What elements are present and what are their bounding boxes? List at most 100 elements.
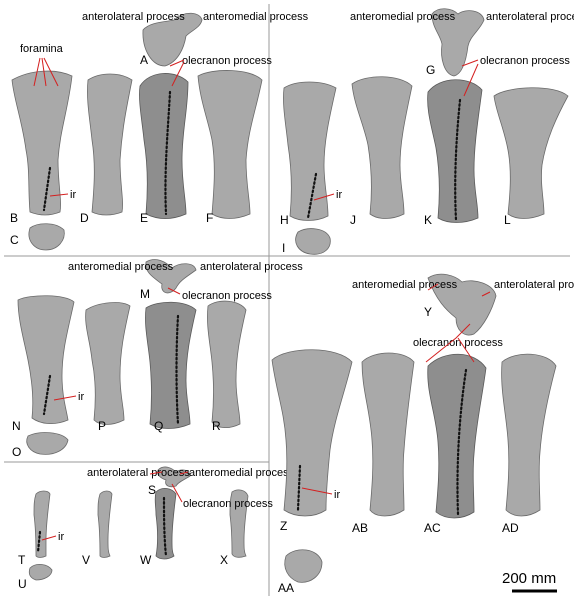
bone-view-o [26,432,69,455]
bone-view-t [33,490,51,558]
label-ir-n: ir [78,391,84,403]
dotted-line-k [454,98,462,222]
bone-view-ad [501,353,557,517]
dotted-line-ac [456,368,468,516]
panel-letter-ad: AD [502,521,519,535]
dotted-line-e [164,90,172,216]
label-ir-t: ir [58,531,64,543]
dotted-line-h [306,172,318,220]
dotted-line-q [175,314,180,426]
label-anteromedial-y: anteromedial process [352,279,458,291]
panel-letter-k: K [424,213,432,227]
bone-view-d [87,73,133,216]
panel-letter-x: X [220,553,228,567]
pointer-y [427,283,491,297]
bone-view-aa [284,549,323,583]
label-anteromedial-m: anteromedial process [68,261,174,273]
bone-view-m [145,259,197,294]
bone-view-s [157,466,191,488]
panel-letter-w: W [140,553,152,567]
label-anteromedial-s: anteromedial process [189,467,295,479]
label-olecranon-s: olecranon process [183,498,273,510]
pointer-ir-z [301,487,333,495]
panel-letter-r: R [212,419,221,433]
panel-letter-z: Z [280,519,287,533]
panel-letter-ac: AC [424,521,441,535]
bone-view-h [283,81,337,221]
panel-letter-t: T [18,553,26,567]
label-olecranon-a: olecranon process [182,55,272,67]
pointer-ir-b [49,193,69,197]
bone-view-r [207,300,247,428]
pointer-ir-t [41,535,57,541]
panel-letter-m: M [140,287,150,301]
panel-letter-s: S [148,483,156,497]
panel-letter-i: I [282,241,285,255]
pointer-olecranon-a [169,59,185,87]
bone-view-w [154,488,177,560]
panel-letter-n: N [12,419,21,433]
panel-letter-p: P [98,419,106,433]
label-anteromedial-g: anteromedial process [350,11,456,23]
pointer-olecranon-g [461,59,479,97]
scale-bar-label: 200 mm [502,570,556,587]
scale-bar-group: 200 mm [502,570,557,593]
bone-view-q [145,301,197,429]
bone-view-g [431,8,485,77]
bone-view-e [139,73,189,219]
dotted-line-b [42,166,52,212]
panel-letter-ab: AB [352,521,368,535]
panel-letter-o: O [12,445,21,459]
panel-letter-l: L [504,213,511,227]
specimen-4 [28,466,249,581]
label-ir-b: ir [70,189,76,201]
dotted-line-z [296,464,302,512]
label-olecranon-y: olecranon process [413,337,503,349]
bone-view-a [142,12,203,67]
panel-letter-d: D [80,211,89,225]
bone-view-v [97,490,113,558]
pointer-foramina [33,57,59,87]
pointer-olecranon-m [167,287,181,295]
panel-letter-a: A [140,53,148,67]
pointer-ir-h [313,193,335,201]
specimen-3 [17,259,247,455]
panel-letter-b: B [10,211,18,225]
panel-letter-c: C [10,233,19,247]
pointer-ir-n [53,395,77,401]
bone-view-z [271,349,353,517]
bone-view-j [351,76,413,219]
label-foramina: foramina [20,43,64,55]
panel-letter-q: Q [154,419,163,433]
panel-letter-h: H [280,213,289,227]
dotted-line-w [162,496,168,558]
panel-letter-aa: AA [278,581,294,595]
bone-view-ac [427,353,487,519]
panel-letter-y: Y [424,305,432,319]
bone-view-i [295,228,331,255]
bone-view-f [197,70,263,219]
label-ir-z: ir [334,489,340,501]
label-ir-h: ir [336,189,342,201]
label-olecranon-m: olecranon process [182,290,272,302]
panel-letter-v: V [82,553,90,567]
panel-letter-e: E [140,211,148,225]
panel-dividers [4,4,570,596]
dotted-line-n [42,374,52,416]
bone-view-y [427,273,497,336]
bone-view-x [229,489,249,558]
bone-view-ab [361,352,415,517]
specimen-1 [11,12,263,251]
bone-view-b [11,70,73,216]
label-anterolateral-y: anterolateral process [494,279,574,291]
label-olecranon-g: olecranon process [480,55,570,67]
bone-view-k [427,79,483,223]
label-anterolateral-g: anterolateral process [486,11,574,23]
bone-view-p [85,302,131,425]
panel-letter-u: U [18,577,27,591]
bone-view-c [28,223,65,251]
bone-view-n [17,295,75,424]
specimen-2 [283,8,569,255]
panel-letter-g: G [426,63,435,77]
